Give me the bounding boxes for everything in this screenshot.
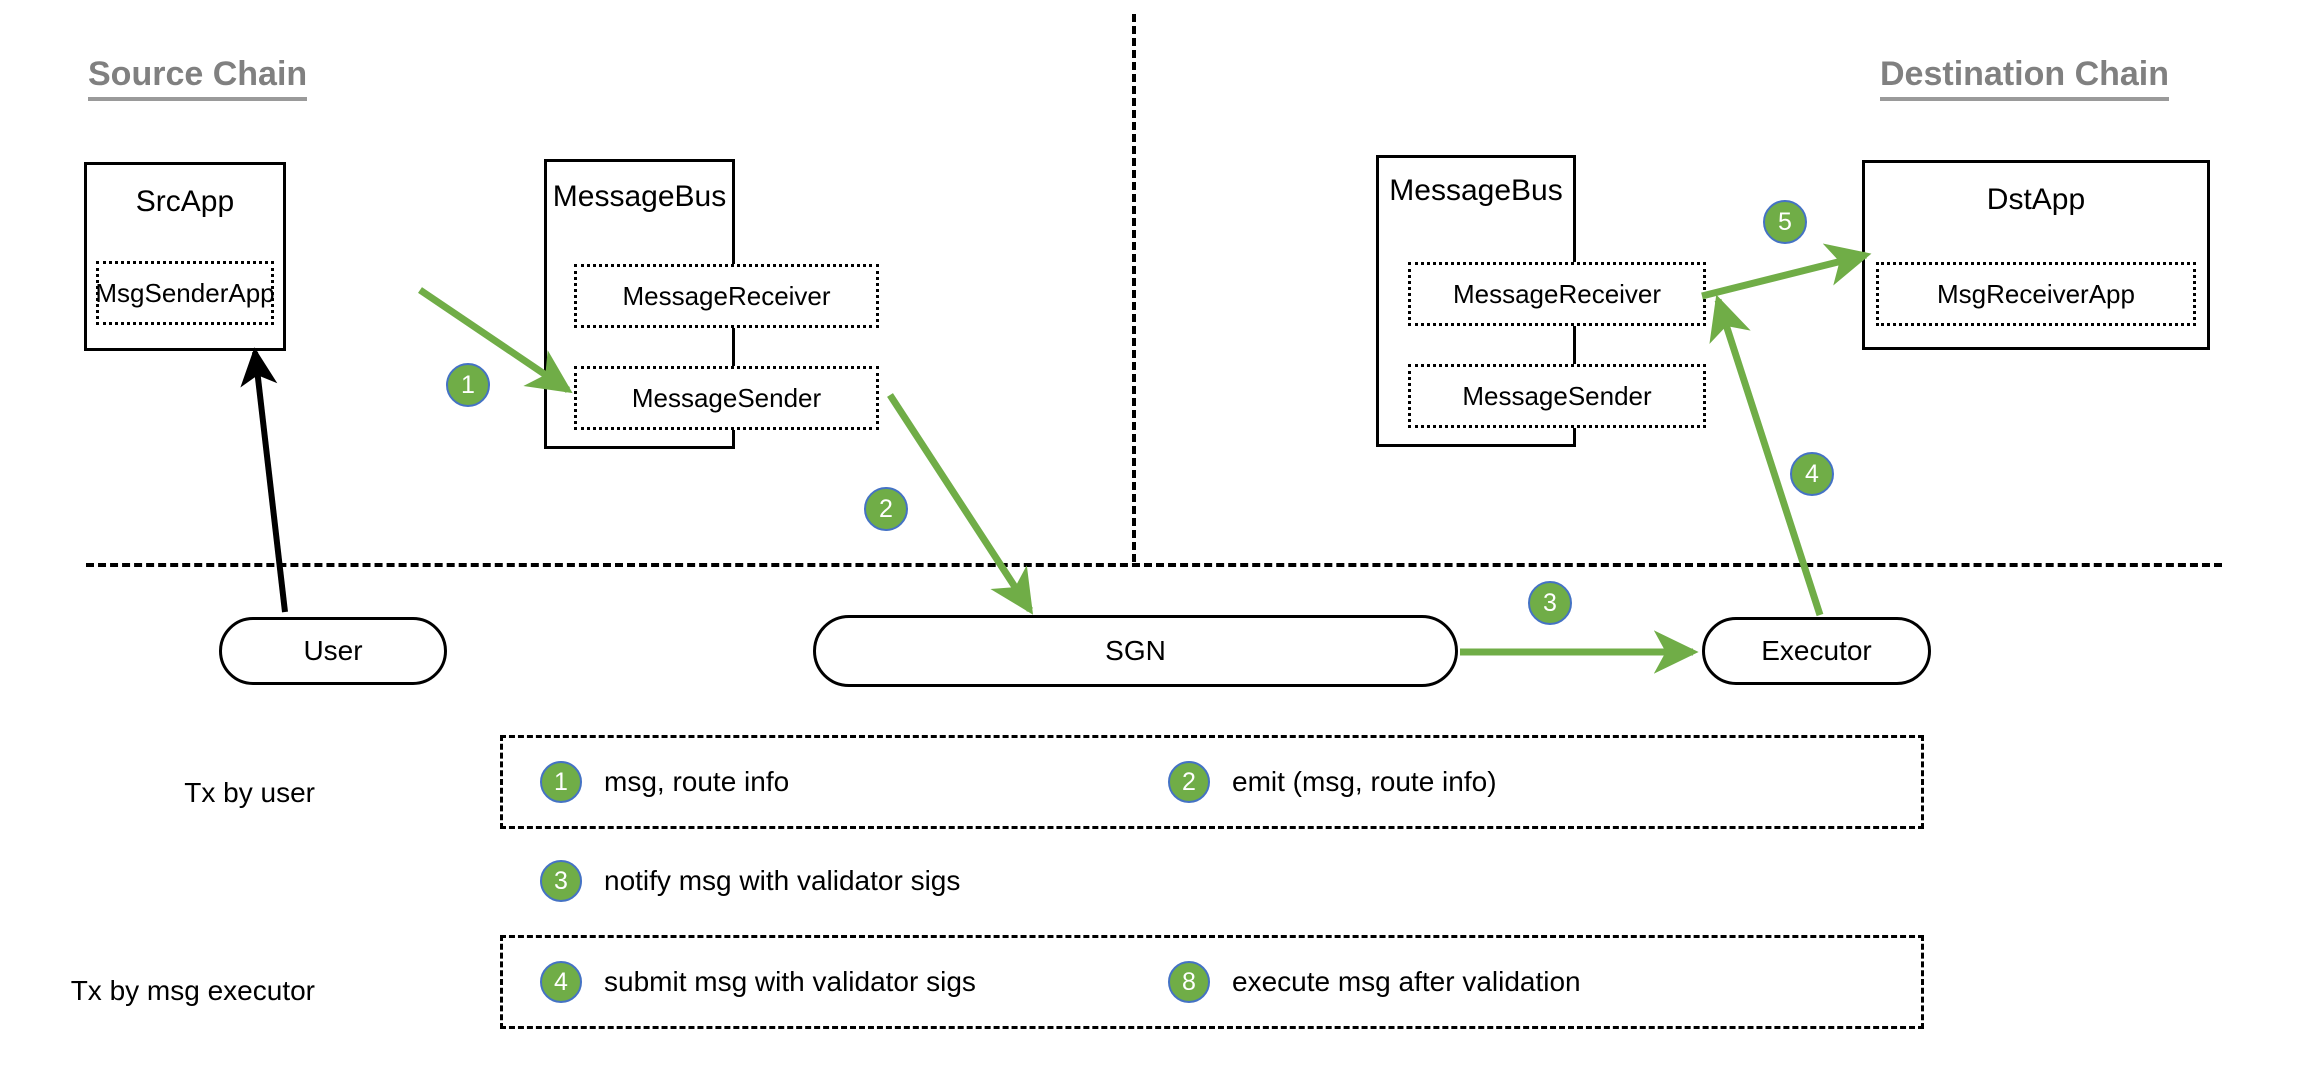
legend-item-1: 1 msg, route info [540,761,789,803]
user-pill: User [219,617,447,685]
source-chain-label: Source Chain [88,56,308,101]
legend-row-label-tx-by-msg-executor: Tx by msg executor [70,975,315,1006]
legend-badge-1: 1 [540,761,582,803]
flow-badge-2: 2 [864,487,908,531]
arrow-user-to-srcapp [240,347,288,613]
flow-badge-5: 5 [1763,200,1807,244]
srcapp-title: SrcApp [135,185,235,218]
flow-badge-3: 3 [1528,581,1572,625]
legend-text-8: execute msg after validation [1232,966,1581,997]
chain-divider-vertical [1132,14,1136,562]
srcapp-module-msgsenderapp: MsgSenderApp [95,261,275,325]
destination-chain-label: Destination Chain [1880,56,2170,101]
source-messagebus-module-messagesender: MessageSender [574,366,879,430]
legend-text-4: submit msg with validator sigs [604,966,976,997]
legend-text-2: emit (msg, route info) [1232,766,1497,797]
dstapp-title: DstApp [1986,183,2086,216]
legend-badge-8: 8 [1168,961,1210,1003]
executor-pill: Executor [1702,617,1931,685]
sgn-pill: SGN [813,615,1458,687]
destination-messagebus-module-messagereceiver: MessageReceiver [1408,262,1706,326]
legend-text-3: notify msg with validator sigs [604,865,961,896]
destination-messagebus-title: MessageBus [1389,174,1563,207]
legend-panel-tx-by-user [500,735,1924,829]
legend-badge-2: 2 [1168,761,1210,803]
legend-text-1: msg, route info [604,766,790,797]
destination-messagebus-module-messagesender: MessageSender [1408,364,1706,428]
legend-panel-tx-by-msg-executor [500,935,1924,1029]
flow-badge-1: 1 [446,363,490,407]
onchain-offchain-divider [86,563,2222,567]
legend-item-3: 3 notify msg with validator sigs [540,860,960,902]
flow-badge-4: 4 [1790,452,1834,496]
legend-row-label-tx-by-user: Tx by user [184,777,315,808]
arrow-5-messagereceiver-to-msgreceiverapp [1701,243,1872,300]
legend-badge-3: 3 [540,860,582,902]
source-messagebus-module-messagereceiver: MessageReceiver [574,264,879,328]
source-messagebus-title: MessageBus [552,180,727,213]
legend-item-2: 2 emit (msg, route info) [1168,761,1497,803]
arrow-2-messagesender-to-sgn [887,393,1034,615]
dstapp-module-msgreceiverapp: MsgReceiverApp [1876,262,2196,326]
legend-badge-4: 4 [540,961,582,1003]
legend-item-4: 4 submit msg with validator sigs [540,961,976,1003]
legend-item-8: 8 execute msg after validation [1168,961,1581,1003]
